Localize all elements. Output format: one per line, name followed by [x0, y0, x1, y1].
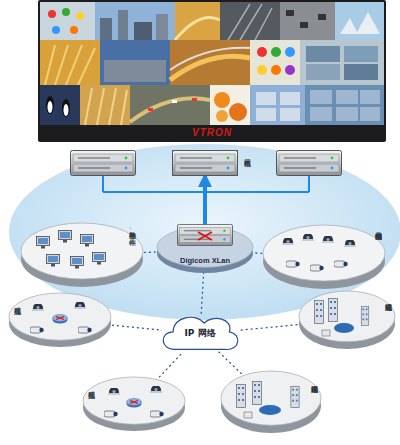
dotted-link	[107, 325, 162, 331]
graphic-part	[103, 191, 309, 193]
dotted-link	[156, 352, 183, 381]
disk-top	[21, 223, 143, 279]
disk-top	[221, 371, 321, 425]
node-outline	[20, 222, 144, 288]
node-outline	[8, 292, 112, 348]
uplink-arrow	[203, 176, 207, 228]
graphic-part	[102, 176, 104, 192]
node-outline	[156, 226, 254, 274]
node-label: VTRON	[38, 127, 386, 138]
node-outline	[220, 370, 322, 434]
node-label: Digicom XLan	[156, 256, 254, 265]
lan-bus	[103, 176, 309, 192]
node-outline	[262, 224, 386, 290]
graphic-part	[308, 176, 310, 192]
disk-top	[9, 293, 111, 340]
node-server: 网络节点机	[172, 150, 238, 176]
video-wall: VTRON	[38, 0, 386, 142]
xlan-switch: Digicom XLan	[156, 226, 254, 274]
dotted-link	[219, 352, 246, 378]
graphic-part	[71, 151, 136, 176]
disk-top	[299, 291, 395, 342]
ip-network-cloud: IP 网络	[158, 312, 242, 356]
remote-video-site: 远程视频	[82, 376, 186, 432]
node-outline	[82, 376, 186, 432]
server-rack	[71, 151, 342, 176]
graphic-part	[277, 151, 342, 176]
node-label: IP 网络	[158, 327, 242, 340]
disk-top	[157, 227, 253, 267]
disk-top	[263, 225, 385, 281]
video-source-group: 各种制式视频信号	[262, 224, 386, 290]
dotted-link	[201, 272, 203, 314]
remote-video-site: 远程视频	[8, 292, 112, 348]
graphic-part	[173, 151, 238, 176]
dotted-link	[238, 324, 302, 330]
workstation-group: 各种电脑、工作站	[20, 222, 144, 288]
node-outline	[298, 290, 396, 350]
remote-city-site: 远端城市视频	[298, 290, 396, 350]
disk-top	[83, 377, 185, 424]
remote-city-site: 远端城市视频	[220, 370, 322, 434]
node-label: 各种电脑、工作站	[128, 226, 136, 233]
